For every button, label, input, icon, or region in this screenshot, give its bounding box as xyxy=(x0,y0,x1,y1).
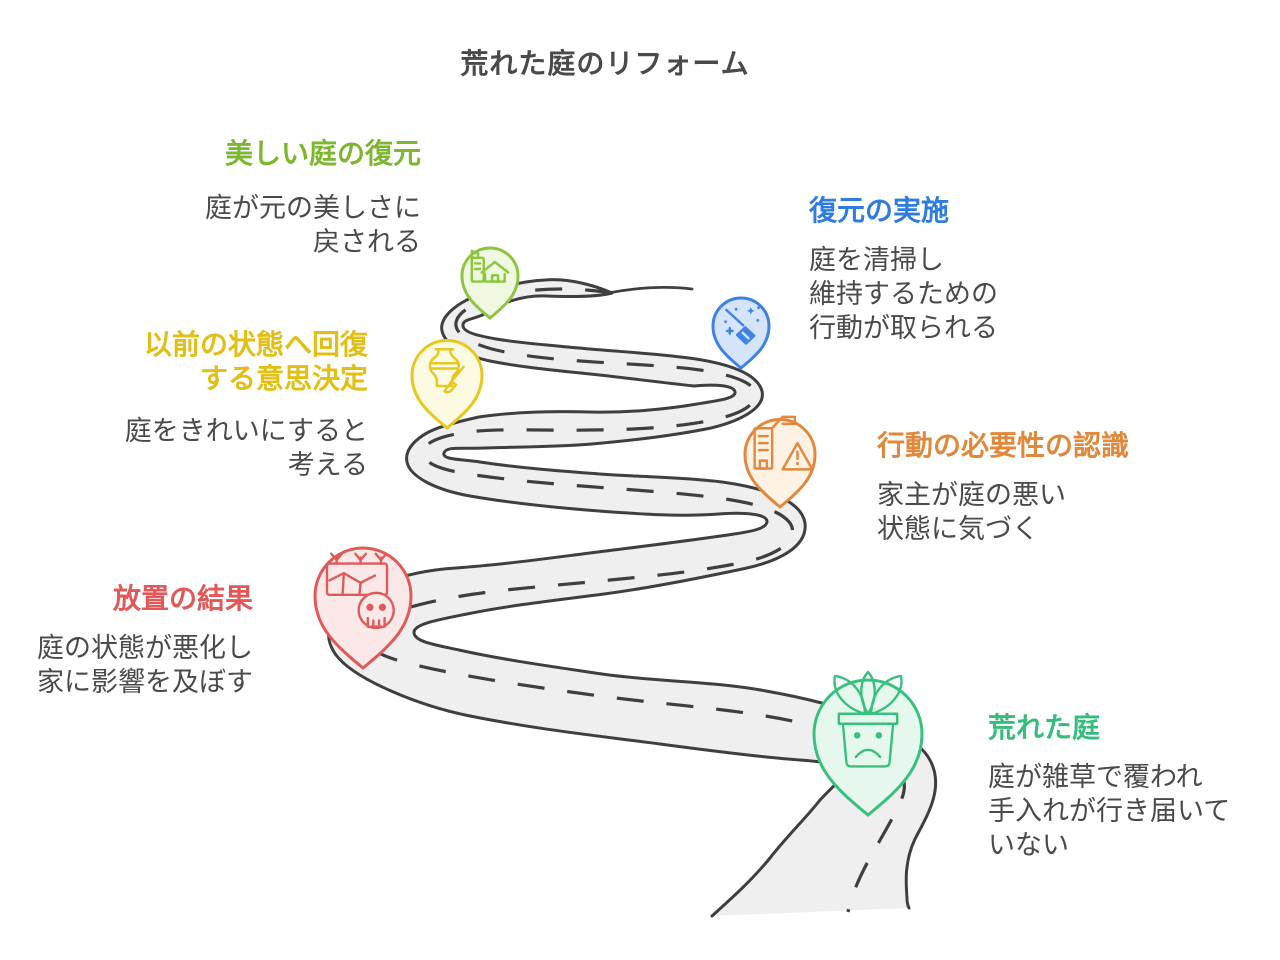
pin-need-recognition xyxy=(745,417,815,507)
stage-label: 以前の状態へ回復 する意思決定 xyxy=(143,329,368,394)
stage-need-recognition: 行動の必要性の認識 家主が庭の悪い 状態に気づく xyxy=(877,429,1187,546)
stage-neglect-result: 放置の結果 庭の状態が悪化し 家に影響を及ぼす xyxy=(0,582,253,699)
pin-restore-decision xyxy=(412,341,482,429)
vase-brush-icon xyxy=(430,349,464,392)
sad-plant-icon xyxy=(835,672,902,767)
stage-label: 復元の実施 xyxy=(809,195,950,226)
house-garden-icon xyxy=(472,251,508,282)
broom-sparkles-icon xyxy=(724,306,760,343)
stage-description: 庭の状態が悪化し 家に影響を及ぼす xyxy=(37,633,253,697)
stage-description: 家主が庭の悪い 状態に気づく xyxy=(877,480,1066,544)
road-center-dash xyxy=(362,287,906,913)
stage-description: 庭を清掃し 維持するための 行動が取られる xyxy=(809,245,998,343)
pin-overgrown-garden xyxy=(814,672,922,815)
stage-description: 庭が雑草で覆われ 手入れが行き届いて いない xyxy=(988,762,1231,860)
road-body xyxy=(327,278,938,918)
building-warning-icon xyxy=(755,417,813,470)
pin-neglect-result xyxy=(315,548,411,668)
stage-restoration-implementation: 復元の実施 庭を清掃し 維持するための 行動が取られる xyxy=(809,194,1109,345)
stage-restore-decision: 以前の状態へ回復 する意思決定 庭をきれいにすると 考える xyxy=(38,328,368,482)
stage-label: 放置の結果 xyxy=(112,583,253,614)
stage-overgrown-garden: 荒れた庭 庭が雑草で覆われ 手入れが行き届いて いない xyxy=(988,711,1268,862)
road-tail xyxy=(606,285,694,295)
pin-shape xyxy=(412,341,482,429)
wall-skull-icon xyxy=(327,554,394,628)
stage-label: 美しい庭の復元 xyxy=(224,138,421,169)
stage-beautiful-garden-restored: 美しい庭の復元 庭が元の美しさに 戻される xyxy=(91,137,421,259)
stage-label: 行動の必要性の認識 xyxy=(877,430,1130,461)
pin-beautiful-garden-restored xyxy=(462,248,518,318)
stage-description: 庭をきれいにすると 考える xyxy=(124,416,368,480)
stage-label: 荒れた庭 xyxy=(988,712,1101,743)
stage-description: 庭が元の美しさに 戻される xyxy=(205,193,421,257)
pin-restoration-implementation xyxy=(713,298,769,368)
pin-shape xyxy=(462,248,518,318)
page-title: 荒れた庭のリフォーム xyxy=(460,48,750,79)
